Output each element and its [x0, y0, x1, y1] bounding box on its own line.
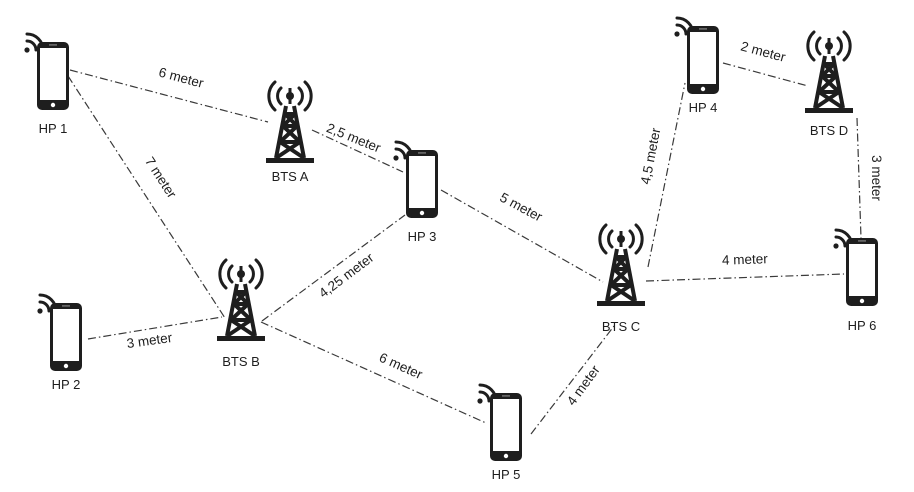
edge-btsa-hp3 — [311, 129, 404, 173]
edge-label-hp3-btsc: 5 meter — [497, 190, 545, 225]
edge-hp1-btsb — [67, 75, 226, 319]
cell-tower-icon — [215, 258, 267, 343]
edge-label-hp5-btsc: 4 meter — [564, 362, 603, 408]
node-hp1 — [22, 32, 69, 110]
edge-hp4-btsd — [722, 62, 809, 87]
edge-label-btsc-hp6: 4 meter — [722, 251, 769, 268]
node-btsb — [215, 258, 267, 343]
edge-label-hp1-btsb: 7 meter — [142, 154, 180, 201]
smartphone-icon — [50, 303, 82, 371]
node-btsa — [264, 80, 316, 165]
node-label-hp1: HP 1 — [39, 121, 68, 136]
labels-layer: 6 meter 7 meter 2,5 meter 3 meter 4,25 meter… — [39, 38, 884, 482]
cell-tower-icon — [264, 80, 316, 165]
node-btsd — [803, 30, 855, 115]
edge-btsc-hp6 — [645, 273, 845, 282]
edges-layer — [67, 62, 862, 435]
edge-btsb-hp3 — [261, 214, 406, 322]
node-hp4 — [672, 16, 719, 94]
edge-hp3-btsc — [440, 189, 604, 283]
edge-label-hp4-btsd: 2 meter — [739, 38, 788, 64]
node-btsc — [595, 223, 647, 308]
edge-label-hp1-btsa: 6 meter — [157, 64, 206, 90]
smartphone-icon — [406, 150, 438, 218]
edge-label-btsd-hp6: 3 meter — [869, 155, 884, 201]
cell-tower-icon — [803, 30, 855, 115]
node-label-hp5: HP 5 — [492, 467, 521, 482]
edge-hp2-btsb — [87, 316, 223, 340]
edge-btsc-hp4 — [647, 82, 686, 268]
node-label-btsb: BTS B — [222, 354, 260, 369]
edge-hp1-btsa — [69, 69, 269, 123]
edge-label-btsc-hp4: 4,5 meter — [638, 126, 664, 185]
edge-label-btsa-hp3: 2,5 meter — [324, 120, 383, 155]
node-hp6 — [831, 228, 878, 306]
smartphone-icon — [490, 393, 522, 461]
edge-btsb-hp5 — [260, 321, 487, 424]
node-hp3 — [391, 140, 438, 218]
node-label-btsc: BTS C — [602, 319, 640, 334]
node-label-hp4: HP 4 — [689, 100, 718, 115]
smartphone-icon — [687, 26, 719, 94]
smartphone-icon — [37, 42, 69, 110]
smartphone-icon — [846, 238, 878, 306]
node-label-btsd: BTS D — [810, 123, 848, 138]
node-label-btsa: BTS A — [272, 169, 309, 184]
node-label-hp3: HP 3 — [408, 229, 437, 244]
edge-label-btsb-hp3: 4,25 meter — [316, 250, 377, 301]
cell-tower-icon — [595, 223, 647, 308]
node-hp2 — [35, 293, 82, 371]
node-hp5 — [475, 383, 522, 461]
edge-btsd-hp6 — [856, 117, 862, 239]
edge-hp5-btsc — [530, 325, 615, 435]
edge-label-hp2-btsb: 3 meter — [126, 330, 174, 351]
node-label-hp6: HP 6 — [848, 318, 877, 333]
node-label-hp2: HP 2 — [52, 377, 81, 392]
nodes-layer — [22, 16, 878, 461]
